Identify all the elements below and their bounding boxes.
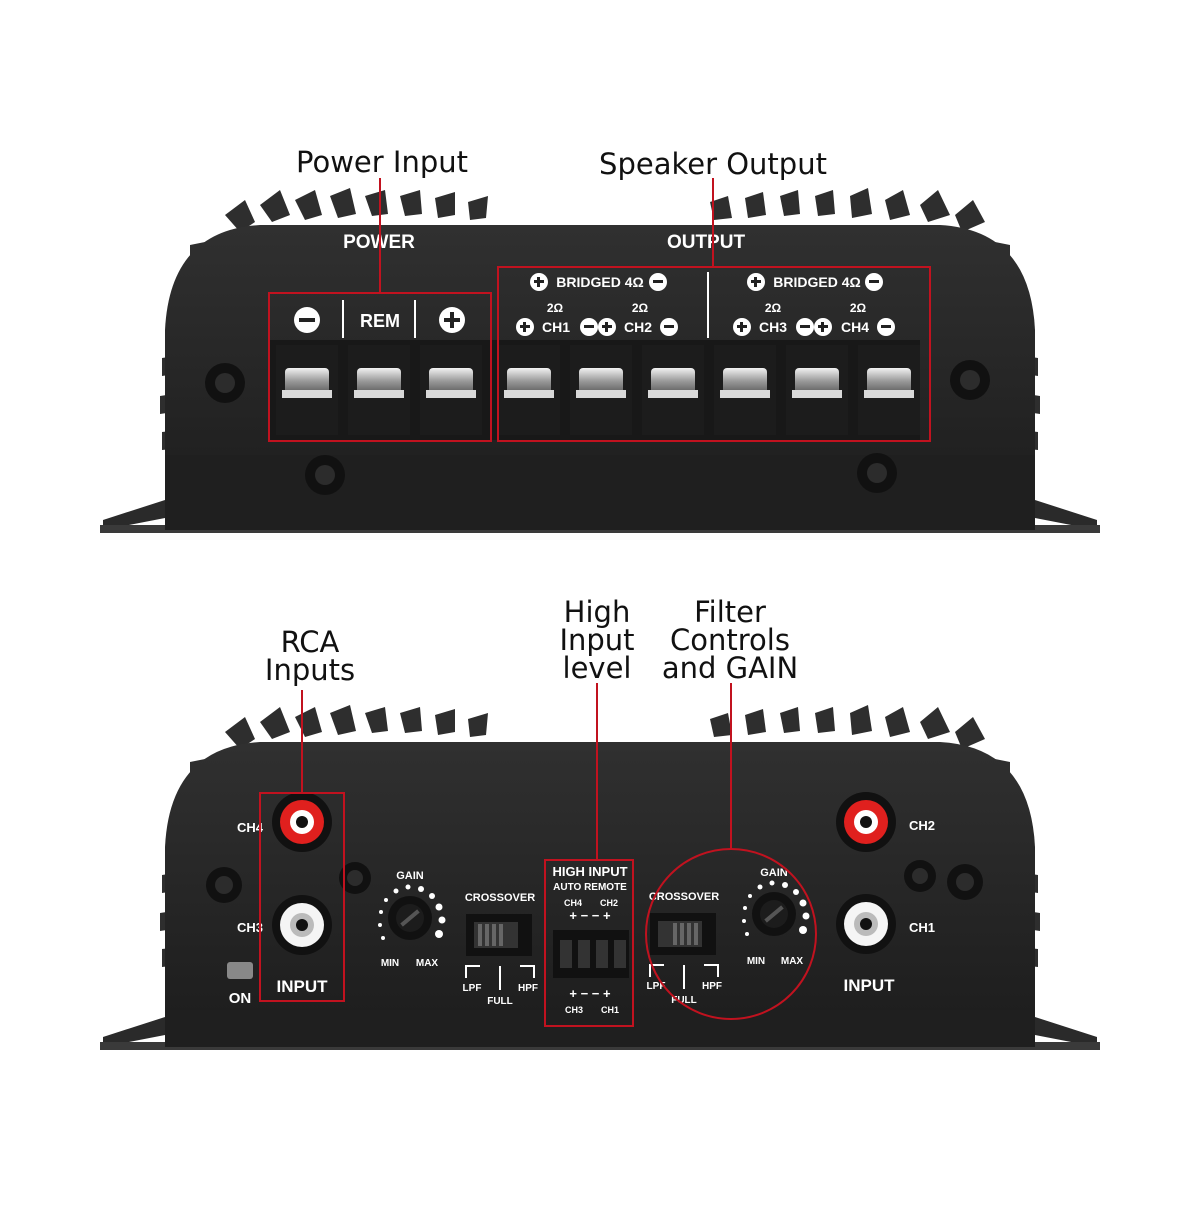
two-ohm-ch1: 2Ω [547, 301, 564, 315]
plus-icon [439, 307, 465, 333]
input-label-right: INPUT [844, 976, 896, 995]
bridged-label-left: BRIDGED 4Ω [556, 274, 643, 290]
rca-ch3-left[interactable] [272, 895, 332, 955]
crossover-label-left: CROSSOVER [465, 892, 535, 904]
two-ohm-ch2: 2Ω [632, 301, 649, 315]
crossover-lines-left [465, 965, 535, 990]
high-input-ch3-label: CH3 [565, 1005, 583, 1015]
top-right-foot [1035, 500, 1097, 530]
speaker-output-callout: Speaker Output [599, 147, 827, 181]
bottom-screws [206, 860, 983, 903]
gain-label-left: GAIN [396, 870, 424, 882]
ch1-minus-icon [580, 318, 598, 336]
ch4-label-top: CH4 [841, 319, 869, 335]
ch2-label-top: CH2 [624, 319, 652, 335]
min-label-right: MIN [747, 956, 765, 967]
ch1-plus-icon [516, 318, 534, 336]
minus-icon [294, 307, 320, 333]
ch2-plus-icon [598, 318, 616, 336]
ch3-plus-icon [733, 318, 751, 336]
ch4-plus-icon [814, 318, 832, 336]
power-switch[interactable] [227, 962, 253, 979]
bridged-left-minus-icon [649, 273, 667, 291]
bridged-right-minus-icon [865, 273, 883, 291]
high-input-label: HIGH INPUT [552, 864, 627, 879]
max-label-left: MAX [416, 958, 439, 969]
bottom-body [165, 742, 1035, 1047]
ch4-minus-icon [877, 318, 895, 336]
ch2-minus-icon [660, 318, 678, 336]
lpf-label-right: LPF [647, 981, 666, 992]
two-ohm-ch3: 2Ω [765, 301, 782, 315]
gain-dots-right [742, 880, 810, 936]
high-input-level-callout: High Input level [559, 595, 635, 685]
bottom-amplifier: CH4 CH3 INPUT ON GAIN MIN MAX CROSSOVER … [100, 683, 1100, 1050]
bottom-right-foot [1035, 1017, 1097, 1047]
top-left-foot [103, 500, 165, 530]
max-label-right: MAX [781, 956, 804, 967]
gain-knob-right[interactable] [752, 892, 796, 936]
crossover-switch-left[interactable] [466, 914, 532, 956]
ch3-minus-icon [796, 318, 814, 336]
high-input-connector[interactable] [553, 930, 629, 978]
high-input-highlight [544, 859, 634, 1027]
two-ohm-ch4: 2Ω [850, 301, 867, 315]
rca-ch4-left[interactable] [272, 792, 332, 852]
ch2-label-bottom: CH2 [909, 818, 935, 833]
output-label: OUTPUT [667, 232, 746, 253]
crossover-label-right: CROSSOVER [649, 891, 719, 903]
bridged-right-plus-icon [747, 273, 765, 291]
high-input-ch1-label: CH1 [601, 1005, 619, 1015]
gain-dots-left [378, 884, 446, 940]
high-input-ch2-label: CH2 [600, 898, 618, 908]
rca-inputs-callout: RCA Inputs [264, 625, 356, 687]
on-label: ON [229, 990, 252, 1007]
bridged-label-right: BRIDGED 4Ω [773, 274, 860, 290]
ch4-label-bottom: CH4 [237, 820, 264, 835]
lpf-label-left: LPF [463, 983, 482, 994]
min-label-left: MIN [381, 958, 399, 969]
high-input-signs-bottom: + − − + [569, 986, 611, 1001]
auto-remote-label: AUTO REMOTE [553, 882, 627, 893]
ch3-label-bottom: CH3 [237, 920, 263, 935]
crossover-switch-right[interactable] [650, 913, 716, 955]
rca-ch1-right[interactable] [836, 894, 896, 954]
gain-knob-left[interactable] [388, 896, 432, 940]
gain-label-right: GAIN [760, 867, 788, 879]
rca-ch2-right[interactable] [836, 792, 896, 852]
full-label-left: FULL [487, 996, 513, 1007]
hpf-label-left: HPF [518, 983, 538, 994]
crossover-lines-right [649, 964, 719, 989]
top-screws [205, 360, 990, 495]
bridged-left-plus-icon [530, 273, 548, 291]
ch1-label-bottom: CH1 [909, 920, 935, 935]
ch1-label-top: CH1 [542, 319, 570, 335]
input-label-left: INPUT [277, 977, 329, 996]
high-input-signs-top: + − − + [569, 908, 611, 923]
high-input-ch4-label: CH4 [564, 898, 582, 908]
top-amplifier: POWER OUTPUT REM BRIDGED 4Ω 2Ω 2Ω CH1 CH… [100, 178, 1100, 533]
ch3-label-top: CH3 [759, 319, 787, 335]
terminal-screws [282, 368, 914, 398]
full-label-right: FULL [671, 995, 697, 1006]
hpf-label-right: HPF [702, 981, 722, 992]
rem-label: REM [360, 311, 400, 331]
bottom-left-foot [103, 1017, 165, 1047]
filter-controls-callout: Filter Controls and GAIN [661, 595, 799, 685]
power-input-callout: Power Input [296, 145, 468, 179]
